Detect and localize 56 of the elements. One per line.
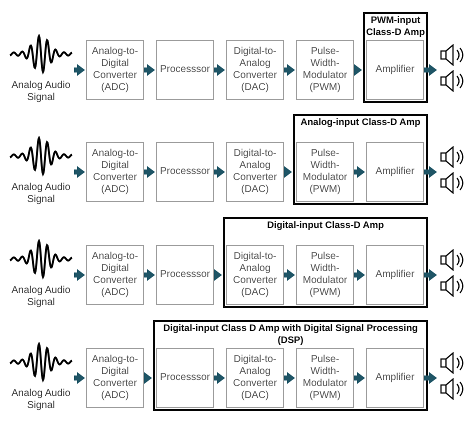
group-title: Digital-input Class-D Amp	[266, 220, 385, 232]
arrow	[354, 166, 365, 178]
amp-outline-box	[223, 217, 428, 308]
process-box: Amplifier	[366, 245, 424, 305]
amp-outline-box	[363, 12, 428, 103]
signal-label: Analog Audio Signal	[10, 388, 72, 412]
process-box: Digital-to-Analog Converter (DAC)	[226, 348, 284, 408]
arrow	[424, 269, 437, 281]
arrow	[214, 166, 225, 178]
process-box: Analog-to-Digital Converter (ADC)	[86, 348, 144, 408]
process-box: Analog-to-Digital Converter (ADC)	[86, 245, 144, 305]
group-title: Digital-input Class D Amp with Digital Signal Processing (DSP)	[162, 323, 419, 346]
process-box: Analog-to-Digital Converter (ADC)	[86, 142, 144, 202]
arrow	[74, 269, 85, 281]
arrow	[354, 269, 365, 281]
arrow	[74, 372, 85, 384]
arrow	[214, 269, 222, 281]
arrow	[284, 372, 295, 384]
amp-outline-box	[153, 320, 428, 411]
process-box: Processsor	[156, 40, 214, 100]
arrow	[144, 372, 152, 384]
process-box: Processsor	[156, 245, 214, 305]
arrow	[424, 166, 437, 178]
group-title: Analog-input Class-D Amp	[300, 117, 422, 128]
process-box: Processsor	[156, 142, 214, 202]
arrow	[424, 372, 437, 384]
arrow	[74, 166, 85, 178]
signal-label: Analog Audio Signal	[10, 182, 72, 206]
arrow	[144, 64, 155, 76]
process-box: Digital-to-Analog Converter (DAC)	[226, 142, 284, 202]
arrow	[144, 166, 155, 178]
process-box: Amplifier	[366, 40, 424, 100]
signal-label: Analog Audio Signal	[10, 285, 72, 309]
arrow	[424, 64, 437, 76]
arrow	[74, 64, 85, 76]
process-box: Analog-to-Digital Converter (ADC)	[86, 40, 144, 100]
arrow	[354, 372, 365, 384]
process-box: Processsor	[156, 348, 214, 408]
arrow	[284, 269, 295, 281]
arrow	[214, 372, 225, 384]
process-box: Digital-to-Analog Converter (DAC)	[226, 40, 284, 100]
amp-outline-box	[293, 114, 428, 205]
process-box: Pulse-Width-Modulator (PWM)	[296, 142, 354, 202]
arrow	[284, 64, 295, 76]
signal-label: Analog Audio Signal	[10, 80, 72, 104]
process-box: Pulse-Width-Modulator (PWM)	[296, 348, 354, 408]
process-box: Digital-to-Analog Converter (DAC)	[226, 245, 284, 305]
process-box: Amplifier	[366, 348, 424, 408]
arrow	[214, 64, 225, 76]
arrow	[144, 269, 155, 281]
arrow	[284, 166, 292, 178]
group-title: PWM-input Class-D Amp	[365, 15, 426, 38]
process-box: Pulse-Width-Modulator (PWM)	[296, 40, 354, 100]
process-box: Amplifier	[366, 142, 424, 202]
process-box: Pulse-Width-Modulator (PWM)	[296, 245, 354, 305]
arrow	[354, 64, 362, 76]
